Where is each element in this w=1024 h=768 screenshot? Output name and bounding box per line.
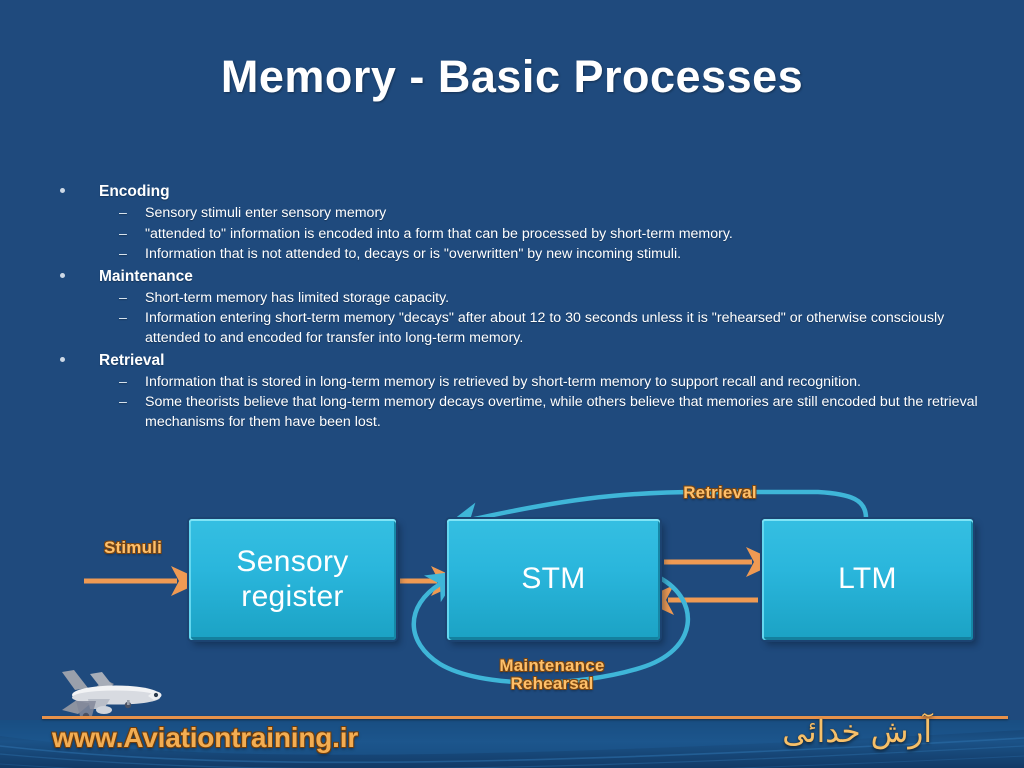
- footer-wave-decoration: [0, 720, 1024, 768]
- bullet-level2: – Short-term memory has limited storage …: [55, 289, 985, 309]
- bullet-level2-text: Information that is stored in long-term …: [145, 373, 861, 390]
- footer-website-link[interactable]: www.Aviationtraining.ir: [52, 722, 359, 753]
- diagram-box-ltm[interactable]: LTM: [762, 519, 973, 640]
- bullet-level2-text: "attended to" information is encoded int…: [145, 225, 733, 242]
- bullet-dot-icon: [60, 188, 65, 193]
- bullet-level2: – "attended to" information is encoded i…: [55, 225, 985, 245]
- maintenance-line-1: Maintenance: [499, 656, 605, 675]
- diagram-box-sensory-register[interactable]: Sensory register: [189, 519, 396, 640]
- bullet-level2: – Information that is not attended to, d…: [55, 245, 985, 265]
- dash-bullet-icon: –: [119, 310, 127, 327]
- footer-divider: [42, 716, 1008, 719]
- dash-bullet-icon: –: [119, 225, 127, 242]
- bullet-level1: Maintenance: [55, 266, 985, 288]
- bullet-level2: – Sensory stimuli enter sensory memory: [55, 204, 985, 224]
- footer-bar: [0, 712, 1024, 768]
- arrow-maintenance-rehearsal-loop: [411, 570, 691, 685]
- dash-bullet-icon: –: [119, 289, 127, 306]
- footer-author-name: آرش خدائی: [782, 714, 932, 750]
- bullet-level2-text: Sensory stimuli enter sensory memory: [145, 205, 387, 221]
- bullet-level2-text: Short-term memory has limited storage ca…: [145, 289, 450, 306]
- bullet-dot-icon: [60, 356, 65, 362]
- bullet-content: Encoding – Sensory stimuli enter sensory…: [55, 180, 985, 432]
- maintenance-line-2: Rehearsal: [510, 673, 594, 693]
- diagram-box-stm[interactable]: STM: [447, 519, 660, 640]
- airplane-icon: [62, 670, 162, 720]
- bullet-level2-text: Information entering short-term memory "…: [145, 310, 945, 346]
- dash-bullet-icon: –: [119, 394, 127, 411]
- diagram-label-maintenance-rehearsal: Maintenance Rehearsal: [462, 657, 642, 693]
- bullet-level2: – Some theorists believe that long-term …: [55, 393, 985, 432]
- bullet-level1-label: Retrieval: [99, 351, 165, 369]
- dash-bullet-icon: –: [119, 373, 127, 390]
- dash-bullet-icon: –: [119, 205, 127, 221]
- bullet-level2: – Information entering short-term memory…: [55, 309, 985, 348]
- bullet-dot-icon: [60, 272, 65, 278]
- arrow-retrieval-curve: [445, 489, 869, 534]
- bullet-level2-text: Information that is not attended to, dec…: [145, 246, 682, 263]
- bullet-level1-label: Encoding: [99, 183, 170, 200]
- diagram-label-stimuli: Stimuli: [103, 538, 163, 557]
- bullet-level1-label: Maintenance: [99, 267, 193, 285]
- dash-bullet-icon: –: [119, 246, 127, 263]
- bullet-level2: – Information that is stored in long-ter…: [55, 373, 985, 393]
- bullet-level1: Retrieval: [55, 350, 985, 372]
- bullet-level1: Encoding: [55, 181, 985, 203]
- bullet-level2-text: Some theorists believe that long-term me…: [145, 394, 978, 430]
- diagram-label-retrieval: Retrieval: [683, 483, 757, 502]
- page-title: Memory - Basic Processes: [220, 51, 804, 102]
